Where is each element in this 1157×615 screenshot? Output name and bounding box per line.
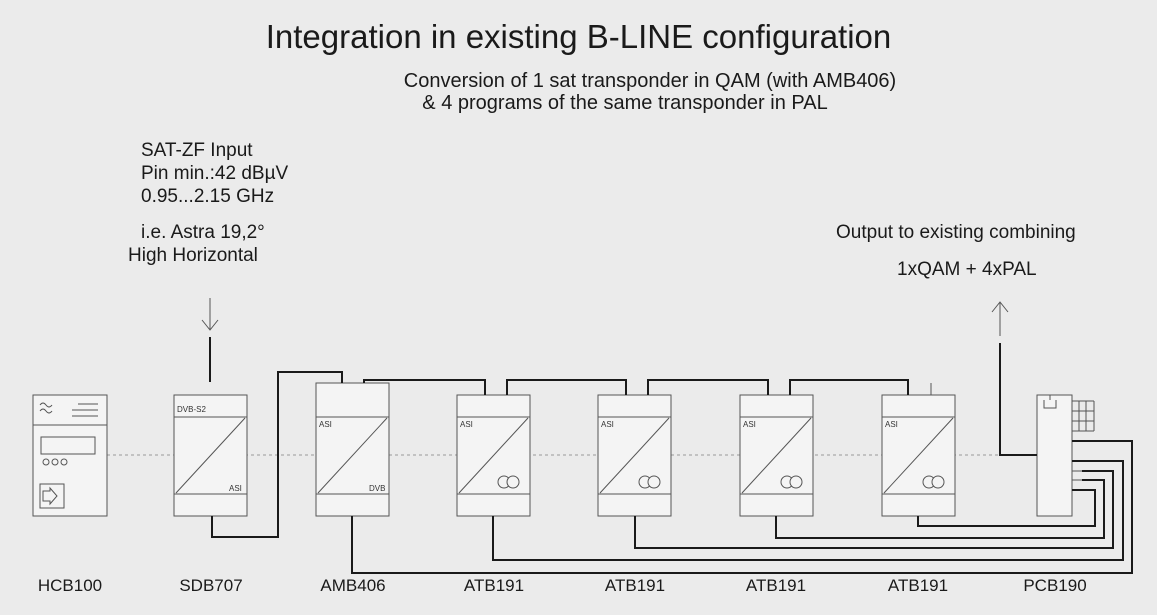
cable-asi-loop-1 xyxy=(363,379,486,395)
cable-atb2-to-pcb xyxy=(634,470,1114,549)
port-label-amb406-top: ASI xyxy=(319,420,332,429)
output-label-line2: 1xQAM + 4xPAL xyxy=(897,259,1037,280)
module-label-atb191-1: ATB191 xyxy=(463,576,525,595)
ac-wave-icon xyxy=(39,402,53,408)
module-label-hcb100: HCB100 xyxy=(37,576,103,595)
module-atb191-4 xyxy=(881,394,956,517)
cable-asi-loop-2 xyxy=(506,379,627,395)
input-label-line1: SAT-ZF Input xyxy=(141,140,253,161)
input-arrow-icon xyxy=(201,298,219,331)
hcb100-front-icons xyxy=(39,402,98,506)
satellite-label-line2: High Horizontal xyxy=(128,245,258,266)
diagram-subtitle-line2: & 4 programs of the same transponder in … xyxy=(422,92,828,114)
cable-asi-loop-3 xyxy=(647,379,769,395)
input-label-line3: 0.95...2.15 GHz xyxy=(141,186,275,207)
port-label-atb191-2-top: ASI xyxy=(601,420,614,429)
diagram-subtitle-line1: Conversion of 1 sat transponder in QAM (… xyxy=(403,70,897,92)
port-label-amb406-bottom: DVB xyxy=(369,484,385,493)
cable-lines xyxy=(209,337,1133,574)
input-label-line2: Pin min.:42 dBµV xyxy=(141,163,289,184)
module-atb191-2 xyxy=(597,394,672,517)
module-label-pcb190: PCB190 xyxy=(1023,576,1087,595)
satellite-label-line1: i.e. Astra 19,2° xyxy=(141,222,265,243)
module-pcb190 xyxy=(1036,394,1095,517)
module-sdb707 xyxy=(173,394,248,517)
cable-output xyxy=(999,343,1037,456)
output-arrow-icon xyxy=(991,301,1009,336)
module-atb191-3 xyxy=(739,394,814,517)
module-label-atb191-3: ATB191 xyxy=(745,576,807,595)
port-arrow-icon xyxy=(42,486,58,506)
port-label-atb191-3-top: ASI xyxy=(743,420,756,429)
module-amb406 xyxy=(315,382,390,517)
cable-amb-to-pcb xyxy=(351,440,1133,574)
cable-atb1-to-pcb xyxy=(492,460,1124,561)
cable-sdb-to-amb xyxy=(211,371,343,538)
module-hcb100 xyxy=(32,394,108,517)
cable-atb4-to-pcb xyxy=(917,489,1096,527)
diagram-title: Integration in existing B-LINE configura… xyxy=(265,18,892,55)
port-label-atb191-1-top: ASI xyxy=(460,420,473,429)
port-label-sdb707-top: DVB-S2 xyxy=(177,405,206,414)
module-atb191-1 xyxy=(456,394,531,517)
output-label-line1: Output to existing combining xyxy=(836,222,1076,243)
port-label-atb191-4-top: ASI xyxy=(885,420,898,429)
port-label-sdb707-bottom: ASI xyxy=(229,484,242,493)
module-label-atb191-2: ATB191 xyxy=(604,576,666,595)
module-label-amb406: AMB406 xyxy=(320,576,386,595)
module-label-sdb707: SDB707 xyxy=(179,576,243,595)
module-label-atb191-4: ATB191 xyxy=(887,576,949,595)
cable-asi-loop-4 xyxy=(789,379,909,395)
cable-atb3-to-pcb xyxy=(775,479,1105,539)
